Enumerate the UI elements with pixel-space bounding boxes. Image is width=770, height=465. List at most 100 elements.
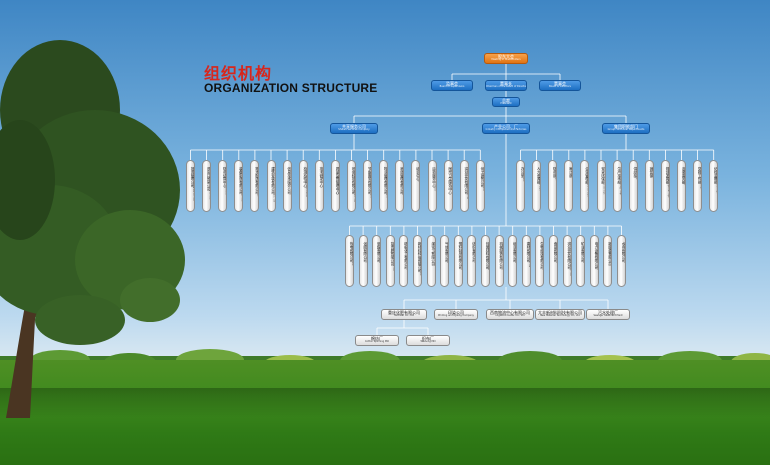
- node-label-en: Printing and Dyeing Company: [438, 314, 474, 317]
- node-label-cn: 污水处理厂: [598, 310, 618, 315]
- unit-label-en: Enterprise Management Dept.: [586, 167, 589, 198]
- node-label-en: New Material Technology Co., Ltd: [540, 314, 580, 317]
- node-label-cn: 西南物流中心有限公司: [490, 310, 530, 315]
- unit-label-cn: 检测检验中心: [302, 167, 307, 188]
- unit-label-cn: 审计部: [568, 167, 573, 178]
- unit-label-en: Testing and Inspection Center: [304, 167, 307, 197]
- unit-label-en: Environmental Technology Co., Ltd: [353, 167, 356, 202]
- unit-label-cn: 信息技术服务公司: [286, 167, 291, 195]
- unit-label-en: Agriculture Development Co., Ltd: [568, 242, 571, 276]
- unit-label-cn: 投资管理公司: [190, 167, 194, 188]
- unit-label-cn: 食品有限公司: [553, 242, 557, 263]
- unit-label-en: Fine Chemical Co., Ltd: [405, 242, 408, 265]
- node-label-en: Board of Directors: [549, 85, 571, 88]
- unit-label-en: Training Center: [417, 167, 420, 183]
- node-label-cn: 大丰新材料科技有限公司: [538, 310, 582, 315]
- unit-label-cn: 法律事务部: [681, 167, 685, 184]
- unit-label-en: Gas Co., Ltd: [446, 242, 449, 255]
- unit-label-cn: 企业管理部: [584, 167, 589, 184]
- unit-label-en: Property Management Co., Ltd: [385, 167, 388, 198]
- unit-label-en: Machinery Co., Ltd: [500, 242, 503, 261]
- unit-label-en: Medical Service Center: [449, 167, 452, 191]
- unit-label-en: Coal Chemical Co., Ltd: [432, 242, 435, 265]
- unit-label-cn: 煤化工有限公司: [430, 242, 435, 266]
- unit-label-en: New Energy Co., Ltd: [609, 242, 612, 263]
- node-label-cn: 董事会: [554, 81, 566, 86]
- title-english: ORGANIZATION STRUCTURE: [204, 81, 378, 95]
- unit-label-cn: 销售部: [648, 167, 653, 178]
- unit-label-cn: 技术研发中心: [318, 167, 323, 188]
- unit-label-cn: 物流配送有限公司: [254, 167, 259, 195]
- node-label-cn: 集团职能部门: [614, 124, 638, 129]
- unit-label-cn: 化肥有限公司: [362, 242, 367, 263]
- node-label-en: Logistics Center Co., Ltd: [495, 314, 525, 317]
- unit-label-en: Legal Affairs Dept.: [683, 167, 686, 186]
- node-label-en: President: [500, 102, 512, 105]
- unit-label-cn: 气体有限公司: [444, 242, 449, 263]
- node-label-cn: 董事长: [500, 81, 512, 86]
- unit-label-cn: 纪检监察部: [713, 167, 718, 184]
- unit-label-cn: 新能源有限公司: [607, 242, 612, 266]
- unit-label-en: Food Co., Ltd: [555, 242, 558, 256]
- unit-label-cn: 新材料科技有限公司: [417, 242, 421, 273]
- unit-label-en: Methanol Co., Ltd: [378, 242, 381, 260]
- unit-label-en: Quality Supervision Center: [337, 167, 340, 194]
- node-label-cn: 共享服务公司: [342, 124, 366, 129]
- node-label-en: Industry Companies and Factories: [485, 128, 527, 131]
- unit-label-cn: 复合肥有限公司: [389, 242, 394, 266]
- unit-label-en: Textile Co., Ltd: [473, 242, 476, 257]
- unit-label-cn: 精细化工有限公司: [403, 242, 408, 270]
- unit-label-cn: 矿业有限公司: [580, 242, 585, 263]
- unit-label-en: Power Equipment Co., Ltd: [595, 242, 598, 268]
- unit-label-cn: 包装材料有限公司: [485, 242, 489, 270]
- unit-label-en: Safety & Environment Dept.: [602, 167, 605, 196]
- unit-label-en: Thermal Power Co., Ltd: [351, 242, 354, 266]
- unit-label-en: Energy Saving Service Co., Ltd: [369, 167, 372, 198]
- unit-label-cn: 机械制造有限公司: [498, 242, 503, 270]
- unit-label-cn: 人力资源部: [536, 167, 541, 184]
- unit-label-en: New Material Technology Co., Ltd: [419, 242, 422, 276]
- node-label-cn: 重庆化肥有限公司: [388, 310, 420, 315]
- node-label-en: Shared Services Company: [338, 128, 370, 131]
- unit-label-en: Water Co., Ltd: [623, 242, 626, 257]
- unit-label-en: Production Technology Dept.: [618, 167, 621, 196]
- node-label-en: Cotton Spinning Mill: [365, 340, 389, 343]
- unit-label-cn: 节能服务有限公司: [367, 167, 372, 195]
- unit-label-en: Chemical Sales Co., Ltd: [481, 167, 484, 191]
- unit-label-cn: 纺织有限公司: [471, 242, 476, 263]
- unit-label-cn: 生物科技有限公司: [539, 242, 544, 270]
